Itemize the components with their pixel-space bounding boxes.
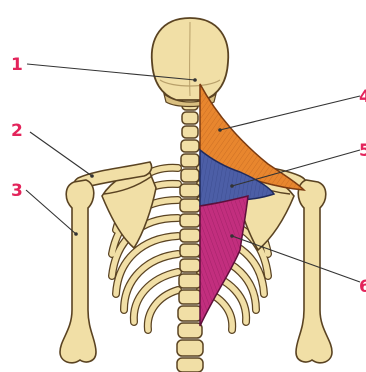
label-1: 1 bbox=[11, 55, 23, 75]
leader-line-2 bbox=[30, 132, 92, 176]
label-3: 3 bbox=[11, 181, 23, 201]
left-humerus bbox=[60, 180, 96, 363]
label-5: 5 bbox=[359, 141, 366, 161]
leader-line-4 bbox=[220, 96, 360, 130]
skull bbox=[152, 18, 228, 107]
label-6: 6 bbox=[359, 277, 366, 297]
spine bbox=[177, 98, 203, 372]
label-4: 4 bbox=[359, 87, 366, 107]
right-humerus bbox=[296, 180, 332, 363]
label-2: 2 bbox=[11, 121, 23, 141]
